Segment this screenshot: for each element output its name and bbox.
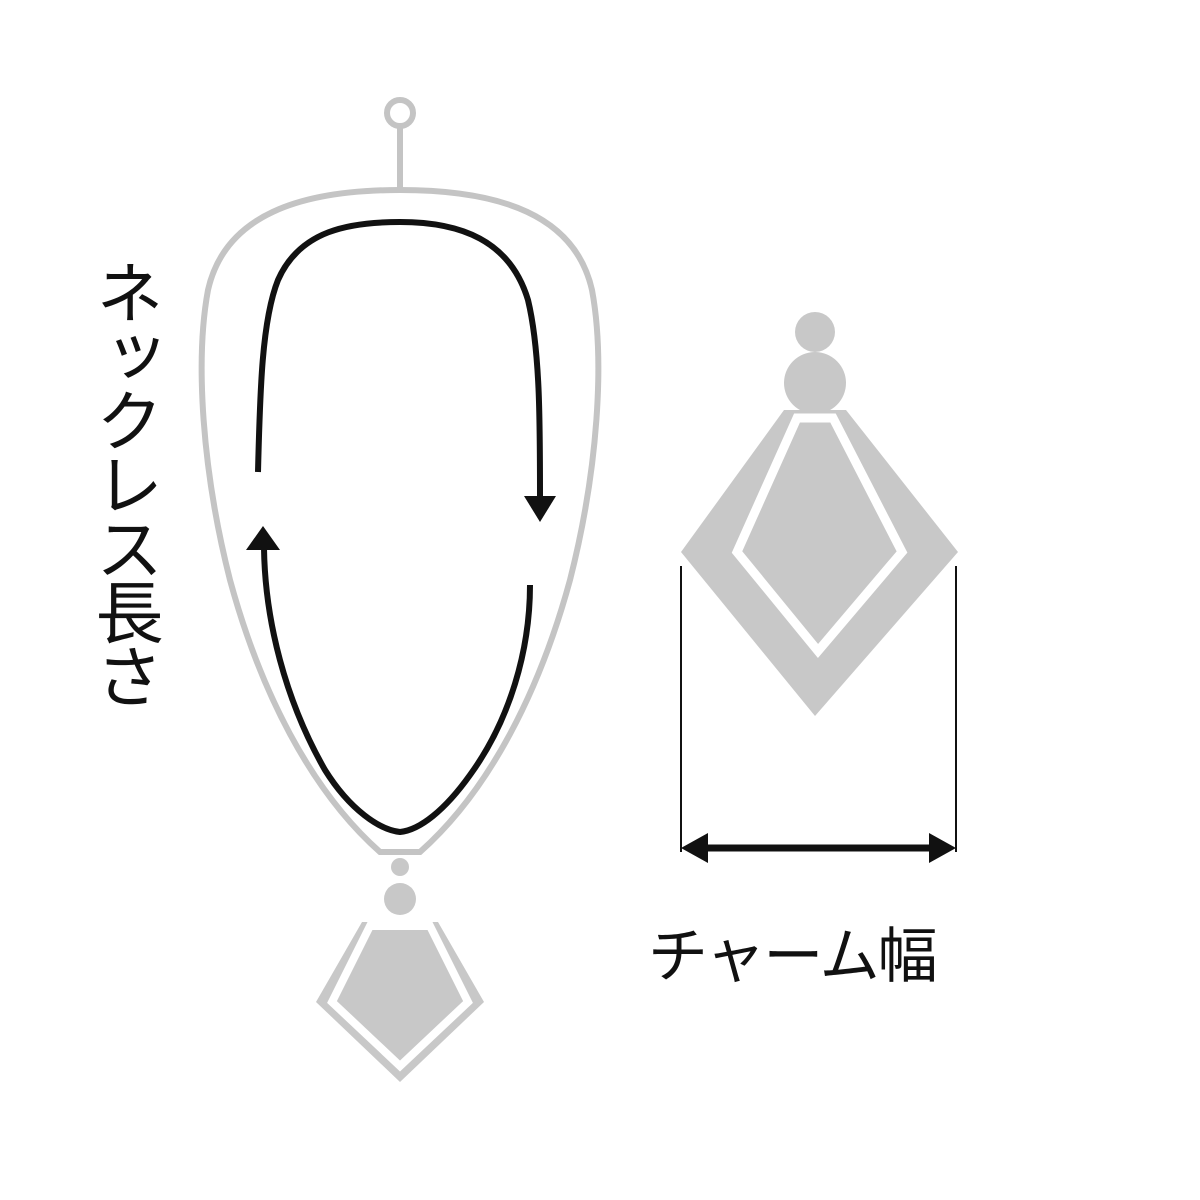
charm-icon bbox=[681, 312, 958, 716]
necklace-length-label: ネックレス長さ bbox=[83, 258, 162, 706]
charm-width-label: チャーム幅 bbox=[648, 922, 938, 992]
width-arrowhead-right bbox=[929, 833, 956, 863]
necklace-large-bead bbox=[384, 883, 416, 915]
necklace-icon bbox=[198, 97, 602, 1082]
necklace-charm bbox=[316, 922, 484, 1082]
charm-outer-diamond bbox=[681, 410, 958, 716]
necklace-length-arrow bbox=[255, 218, 543, 836]
charm-small-bead bbox=[795, 312, 835, 352]
necklace-charm-outer bbox=[316, 922, 484, 1082]
charm-white-border bbox=[731, 413, 908, 659]
length-arrowhead-down bbox=[524, 496, 556, 522]
charm-large-bead bbox=[784, 352, 846, 414]
width-arrowhead-left bbox=[681, 833, 708, 863]
necklace-small-bead bbox=[391, 858, 409, 876]
necklace-hook-ring bbox=[384, 97, 416, 129]
necklace-chain-outline bbox=[198, 186, 602, 855]
charm-width-dimension bbox=[680, 566, 957, 863]
necklace-charm-white-border bbox=[327, 922, 473, 1072]
length-arrow-upper-arc bbox=[255, 218, 543, 498]
length-arrow-lower-arc bbox=[261, 547, 533, 836]
length-arrowhead-up bbox=[246, 526, 280, 550]
